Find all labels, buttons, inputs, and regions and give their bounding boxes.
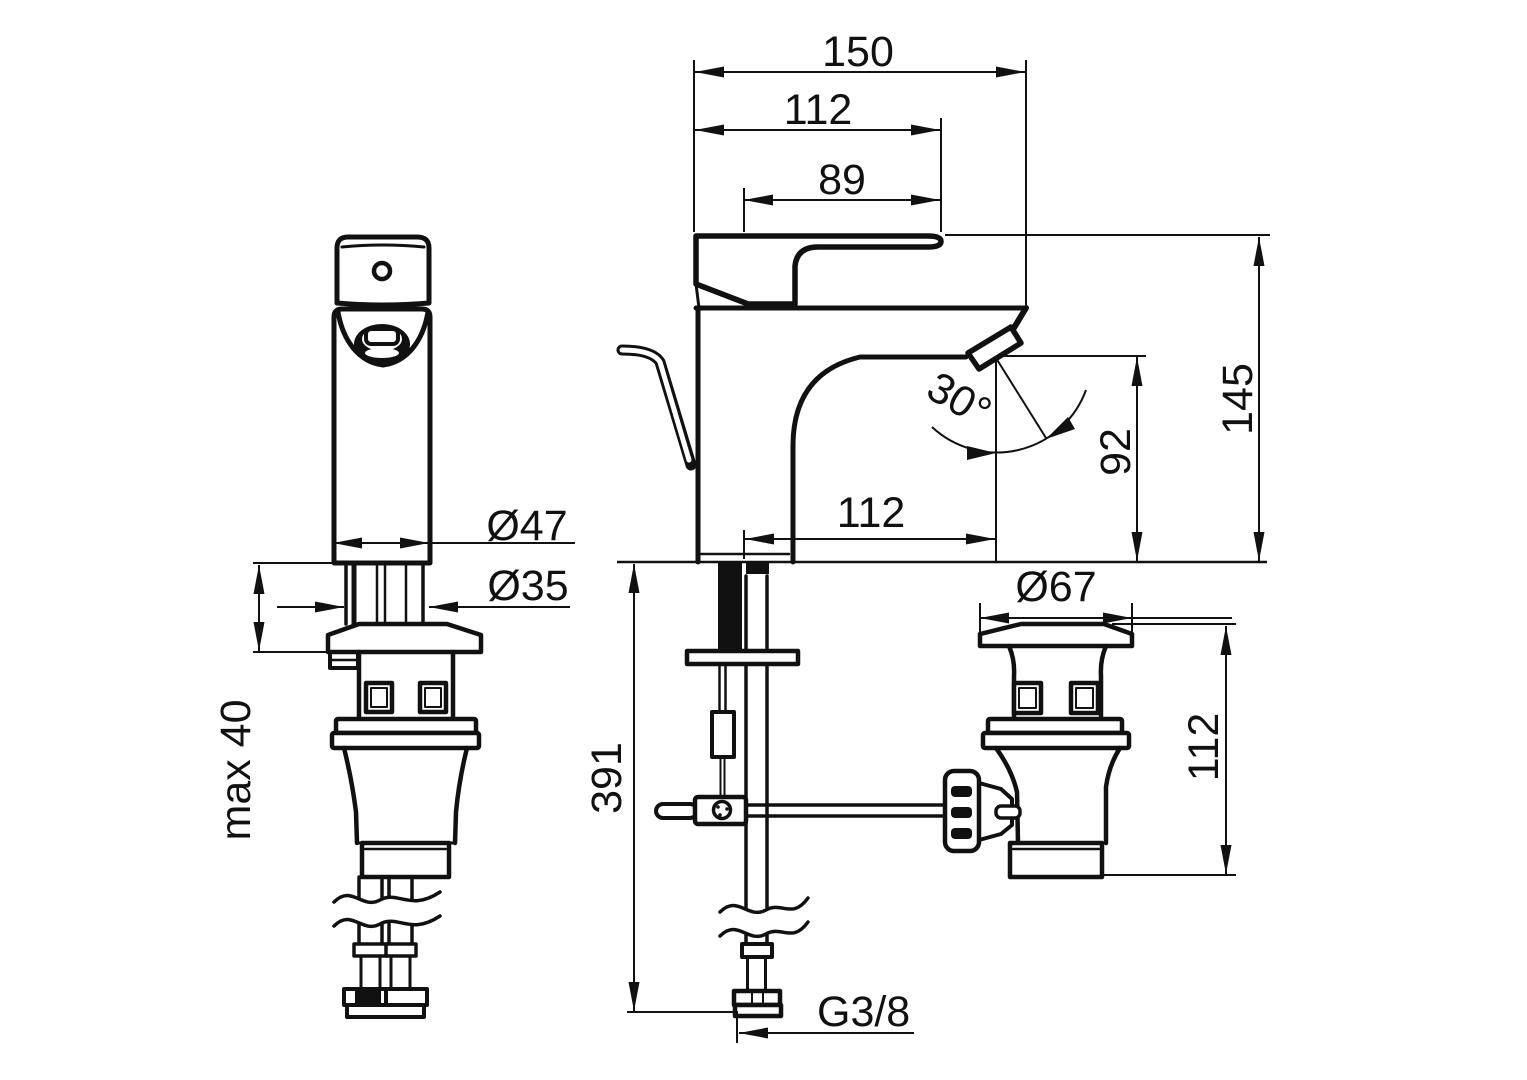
dim-label-spout-angle: 30°: [919, 363, 999, 437]
front-spout-cup: [335, 309, 431, 368]
front-handle-seam: [340, 243, 426, 249]
front-cone-washer: [325, 621, 484, 655]
waste-neck: [1006, 643, 1109, 722]
waste-valve-view: [942, 621, 1135, 880]
waste-windows: [1011, 680, 1101, 716]
angle-indication: [931, 357, 1087, 460]
dim-label-waste-diameter: Ø67: [1015, 563, 1096, 611]
dim-label-spout-height: 92: [1092, 428, 1140, 476]
spout-aerator-tip: [965, 324, 1024, 372]
side-handle: [693, 233, 944, 307]
front-break-lines: [332, 890, 442, 928]
front-view: [325, 234, 484, 1019]
dim-label-waste-height: 112: [1180, 713, 1228, 782]
dim-label-deck-thickness: max 40: [212, 699, 260, 840]
linkage-rod: [744, 803, 947, 818]
front-waste-body: [329, 649, 482, 880]
dim-label-hose-thread: G3/8: [817, 988, 910, 1036]
dim-label-body-depth: 112: [784, 86, 853, 134]
waste-linkage-nut: [942, 768, 1022, 854]
dim-label-body-diameter: Ø47: [486, 502, 567, 550]
waste-flange: [977, 621, 1135, 649]
front-shank: [344, 560, 425, 627]
dimension-annotations: [253, 60, 1270, 1043]
dim-label-spout-reach: 112: [837, 489, 906, 537]
dim-label-handle-depth: 89: [818, 156, 866, 204]
front-handle-dot: [371, 260, 393, 282]
flow-direction-line: [995, 357, 1047, 439]
dimension-labels: 150 112 89 145 92 30° 112 Ø47 Ø35 max 40…: [212, 28, 1262, 1036]
side-pull-rod-lower: [654, 662, 749, 827]
dim-label-shank-diameter: Ø35: [487, 562, 568, 610]
side-view: [616, 233, 1029, 1019]
angle-arrowhead-left: [967, 446, 996, 460]
side-hose: [731, 662, 784, 1019]
pull-rod-knob: [616, 344, 697, 471]
waste-lower-body: [993, 745, 1123, 846]
dim-label-hose-length: 391: [583, 742, 631, 814]
dim-label-overall-width: 150: [822, 28, 894, 76]
waste-ring-lower: [980, 730, 1132, 751]
side-shank: [684, 562, 801, 667]
side-body-front: [790, 354, 969, 565]
front-aerator: [354, 324, 410, 364]
side-break-lines: [718, 896, 810, 938]
side-left-edge: [694, 282, 701, 310]
dimension-lines: [253, 66, 1265, 1039]
angle-arc: [931, 389, 1087, 454]
front-hoses: [342, 875, 429, 1019]
angle-arrowhead-right: [1046, 417, 1075, 439]
dim-label-overall-height: 145: [1214, 363, 1262, 435]
